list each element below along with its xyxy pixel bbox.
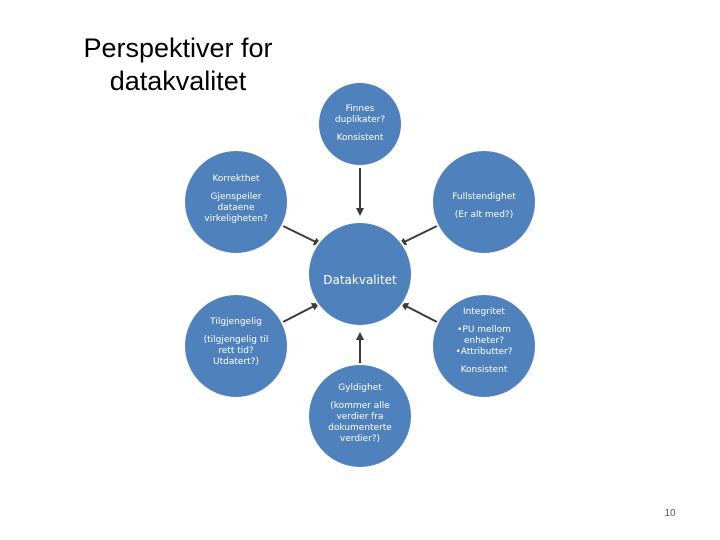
node-upper-left-line-2: Gjenspeiler [210,191,262,202]
connector-upper-left [282,225,322,245]
node-top-circle [317,81,403,167]
node-top-line-1: Finnes [345,104,375,114]
connector-lower-left [282,303,320,323]
connector-lower-right [400,303,438,323]
node-lower-left-line-4: Utdatert?) [213,356,259,367]
node-bottom-circle [307,363,413,469]
title-line-1: Perspektiver for [83,33,273,63]
center-node-circle [307,221,413,327]
slide-title: Perspektiver for datakvalitet [72,32,284,98]
node-bottom-text: Gyldighet (kommer alle verdier fra dokum… [308,378,412,450]
node-bottom-line-5: verdier?) [339,434,381,444]
node-lower-right-line-3: enheter? [463,335,505,346]
node-lower-right-circle [431,293,537,399]
node-upper-right-line-1: Fullstendighet [452,191,516,202]
node-lower-right-line-2: •PU mellom [457,324,511,335]
page-number: 10 [664,508,676,519]
node-lower-left-text: Tilgjengelig (tilgjengelig til rett tid?… [184,312,288,372]
node-lower-left-line-1: Tilgjengelig [210,316,262,327]
node-lower-right-line-5: Konsistent [460,364,508,375]
node-lower-right-text: Integritet •PU mellom enheter? •Attribut… [432,300,536,382]
node-upper-left-text: Korrekthet Gjenspeiler dataene virkeligh… [184,168,288,230]
node-bottom-line-3: verdier fra [336,412,384,422]
node-upper-left-line-4: virkeligheten? [204,213,268,224]
title-line-2: datakvalitet [109,66,247,96]
node-upper-left-circle [183,149,289,255]
node-upper-right-line-2: (Er alt med?) [454,209,514,220]
node-lower-right-line-1: Integritet [463,306,505,317]
connector-upper-right [398,225,438,245]
center-node-label: Datakvalitet [323,273,397,287]
node-upper-left-line-3: dataene [217,202,255,213]
node-lower-left-line-2: (tilgjengelig til [203,334,269,345]
node-upper-left-line-1: Korrekthet [212,173,260,184]
node-top-line-2: duplikater? [334,115,386,125]
node-lower-right-line-4: •Attributter? [455,346,513,357]
node-bottom-line-4: dokumenterte [328,423,392,433]
node-top-line-3: Konsistent [336,133,384,143]
node-top-text: Finnes duplikater? Konsistent [318,100,402,148]
node-bottom-line-2: (kommer alle [330,401,390,411]
node-upper-right-circle [431,149,537,255]
node-bottom-line-1: Gyldighet [338,383,382,393]
node-upper-right-text: Fullstendighet (Er alt med?) [432,188,536,224]
node-lower-left-circle [183,293,289,399]
node-lower-left-line-3: rett tid? [218,345,254,356]
